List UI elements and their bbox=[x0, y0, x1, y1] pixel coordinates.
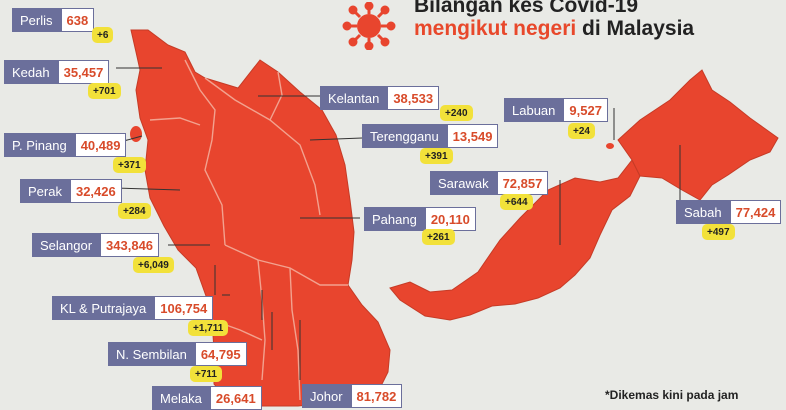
state-total: 38,533 bbox=[387, 86, 440, 110]
title-line1: Bilangan kes Covid-19 bbox=[414, 0, 639, 17]
state-name: Pahang bbox=[364, 207, 425, 231]
state-total: 35,457 bbox=[57, 60, 110, 84]
state-name: Sarawak bbox=[430, 171, 497, 195]
state-name: N. Sembilan bbox=[108, 342, 195, 366]
state-total: 72,857 bbox=[496, 171, 549, 195]
state-new-badge-n-sembilan: +711 bbox=[190, 366, 222, 382]
sarawak-shape bbox=[389, 159, 641, 321]
state-total: 20,110 bbox=[424, 207, 476, 231]
state-new-badge-kl-putrajaya: +1,711 bbox=[188, 320, 229, 336]
labuan-island-shape bbox=[606, 143, 614, 149]
state-new-badge-selangor: +6,049 bbox=[133, 257, 174, 273]
title-line2: mengikut negeri di Malaysia bbox=[414, 17, 694, 40]
state-total: 32,426 bbox=[69, 179, 122, 203]
state-name: Selangor bbox=[32, 233, 101, 257]
title-line2-dark: di Malaysia bbox=[582, 17, 695, 40]
state-new-badge-kelantan: +240 bbox=[440, 105, 473, 121]
state-new-badge-kedah: +701 bbox=[88, 83, 121, 99]
state-name: Labuan bbox=[504, 98, 564, 122]
state-total: 81,782 bbox=[350, 384, 403, 408]
state-total: 343,846 bbox=[100, 233, 160, 257]
state-name: Perlis bbox=[12, 8, 61, 32]
state-new-badge-terengganu: +391 bbox=[420, 148, 453, 164]
title-line2-red: mengikut negeri bbox=[414, 17, 577, 40]
state-total: 64,795 bbox=[194, 342, 247, 366]
state-total: 9,527 bbox=[563, 98, 608, 122]
state-new-badge-perlis: +6 bbox=[92, 27, 114, 43]
state-new-badge-sabah: +497 bbox=[702, 224, 735, 240]
state-name: Kedah bbox=[4, 60, 58, 84]
state-new-badge-penang: +371 bbox=[113, 157, 146, 173]
state-total: 77,424 bbox=[729, 200, 782, 224]
state-new-badge-perak: +284 bbox=[118, 203, 151, 219]
virus-icon bbox=[342, 2, 396, 50]
state-new-badge-sarawak: +644 bbox=[500, 194, 533, 210]
state-boundaries bbox=[149, 59, 348, 401]
map-title: Bilangan kes Covid-19 mengikut negeri di… bbox=[414, 0, 694, 40]
state-total: 26,641 bbox=[209, 386, 262, 410]
state-new-badge-pahang: +261 bbox=[422, 229, 455, 245]
state-name: Sabah bbox=[676, 200, 730, 224]
sabah-shape bbox=[617, 69, 779, 201]
state-name: Perak bbox=[20, 179, 70, 203]
state-total: 638 bbox=[60, 8, 95, 32]
state-name: Kelantan bbox=[320, 86, 388, 110]
state-name: Johor bbox=[302, 384, 351, 408]
state-name: Terengganu bbox=[362, 124, 447, 148]
state-total: 13,549 bbox=[446, 124, 499, 148]
state-new-badge-labuan: +24 bbox=[568, 123, 595, 139]
state-name: P. Pinang bbox=[4, 133, 75, 157]
penang-island-shape bbox=[130, 126, 142, 142]
leader-lines bbox=[113, 67, 681, 380]
footnote: *Dikemas kini pada jam bbox=[605, 388, 739, 402]
state-total: 40,489 bbox=[74, 133, 127, 157]
state-total: 106,754 bbox=[154, 296, 214, 320]
state-name: Melaka bbox=[152, 386, 210, 410]
state-name: KL & Putrajaya bbox=[52, 296, 155, 320]
